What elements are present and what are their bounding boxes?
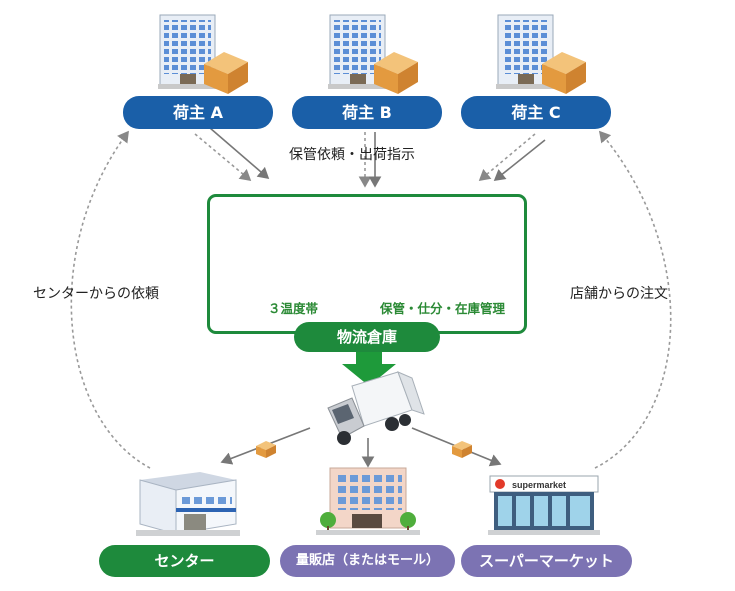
down-arrow-icon bbox=[342, 352, 396, 386]
parcel-icon-left bbox=[256, 441, 276, 458]
shipper-b-label: 荷主 B bbox=[292, 96, 442, 129]
center-building-icon bbox=[136, 472, 240, 536]
warehouse-services-label: 保管・仕分・在庫管理 bbox=[380, 301, 506, 316]
shipper-c-box-icon bbox=[542, 52, 586, 94]
store-order-caption: 店舗からの注文 bbox=[570, 286, 668, 302]
shipper-c-arrows bbox=[478, 133, 546, 182]
shipper-c-building-icon bbox=[496, 14, 556, 89]
temperature-zones-label: ３温度帯 bbox=[268, 301, 319, 316]
destination-supermarket-label: スーパーマーケット bbox=[461, 545, 632, 577]
shipper-a-box-icon bbox=[204, 52, 248, 94]
shipper-b-arrows bbox=[358, 132, 382, 188]
shipper-a-arrows bbox=[194, 127, 270, 182]
shipper-b-box-icon bbox=[374, 52, 418, 94]
shipper-b-building-icon bbox=[328, 14, 388, 89]
parcel-icon-right bbox=[452, 441, 472, 458]
center-request-caption: センターからの依頼 bbox=[33, 286, 159, 302]
warehouse-label: 物流倉庫 bbox=[294, 322, 440, 352]
shipper-c-label: 荷主 C bbox=[461, 96, 611, 129]
destination-mass-retailer-label: 量販店（またはモール） bbox=[280, 545, 455, 577]
destination-center-label: センター bbox=[99, 545, 270, 577]
center-request-arrow bbox=[70, 130, 151, 469]
store-order-arrow bbox=[594, 130, 672, 469]
instruction-caption: 保管依頼・出荷指示 bbox=[289, 147, 415, 163]
supermarket-sign: supermarket bbox=[512, 480, 566, 490]
shipper-a-building-icon bbox=[158, 14, 218, 89]
mass-retailer-building-icon bbox=[316, 467, 420, 535]
shipper-a-label: 荷主 A bbox=[123, 96, 273, 129]
supermarket-building-icon bbox=[488, 475, 600, 535]
delivery-truck-icon bbox=[327, 371, 425, 445]
